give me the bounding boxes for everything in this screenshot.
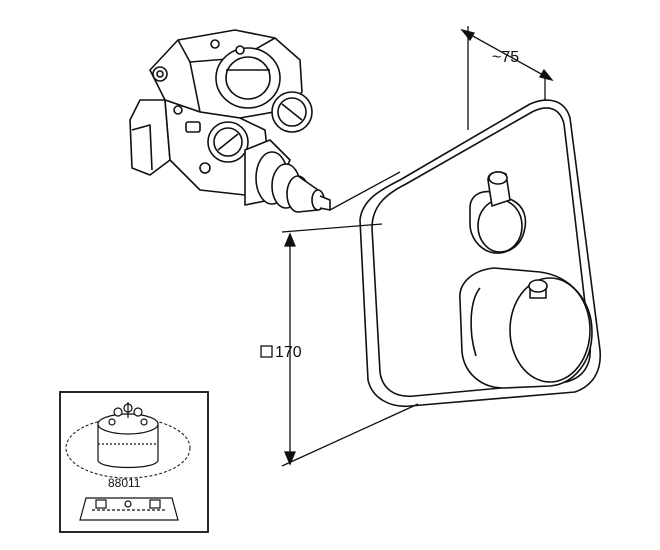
square-symbol bbox=[260, 345, 273, 358]
inset-cartridge bbox=[97, 402, 159, 469]
cover-plate bbox=[359, 99, 601, 407]
depth-dimension bbox=[460, 26, 554, 130]
valve-body bbox=[129, 29, 331, 213]
inset-box: 88011 bbox=[59, 391, 209, 533]
depth-label: ~75 bbox=[492, 49, 519, 66]
part-number: 88011 bbox=[108, 476, 141, 490]
size-label: 170 bbox=[275, 344, 302, 361]
inset-base bbox=[79, 497, 179, 521]
size-dimension bbox=[281, 171, 419, 467]
